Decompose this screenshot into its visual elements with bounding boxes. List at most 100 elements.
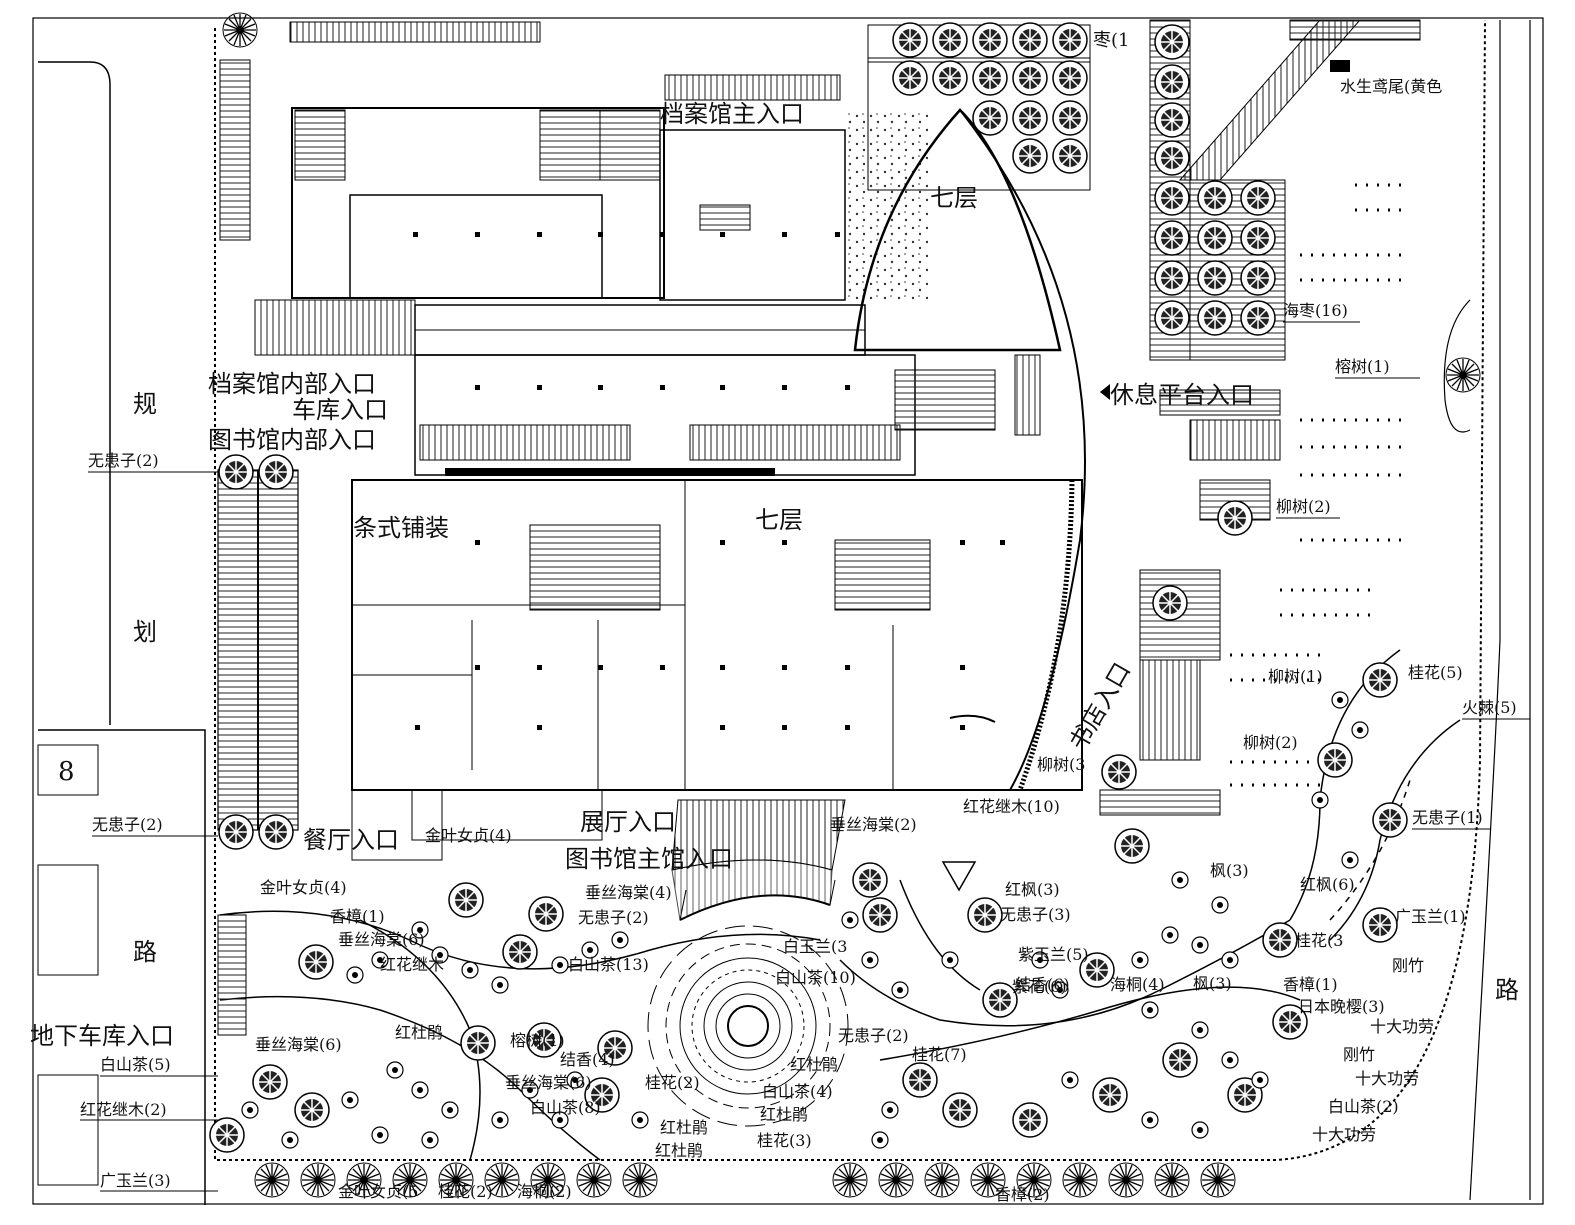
library-main-entrance: 图书馆主馆入口 bbox=[565, 845, 733, 873]
plant-label: 香樟(1) bbox=[330, 907, 385, 926]
plant-label: 金叶女贞(4) bbox=[260, 878, 347, 897]
plant-label: 刚竹 bbox=[1392, 956, 1424, 975]
plant-label: 白山茶(10) bbox=[775, 968, 856, 987]
plant-label: 枫(3) bbox=[1193, 974, 1232, 993]
circular-plaza bbox=[647, 925, 849, 1127]
road-char-1: 规 bbox=[133, 390, 157, 418]
plant-label: 红枫(3) bbox=[1005, 880, 1060, 899]
plant-labels: 枣(1 水生鸢尾(黄色 海枣(16) 榕树(1) 柳树(2) 柳树(1) 桂花(… bbox=[80, 30, 1517, 1204]
plant-label: 白山茶(13) bbox=[568, 955, 649, 974]
plant-label: 紫玉兰(5) bbox=[1018, 945, 1089, 964]
plant-label: 红花继木(10) bbox=[963, 797, 1060, 816]
road-char-2: 划 bbox=[133, 618, 157, 646]
bookstore-entrance: 书店入口 bbox=[1064, 658, 1136, 755]
archive-building bbox=[291, 74, 846, 301]
plant-label: 香樟(1) bbox=[1283, 975, 1338, 994]
exhibition-entrance: 展厅入口 bbox=[580, 808, 676, 836]
plant-label: 柳树(2) bbox=[1276, 497, 1331, 516]
rest-platform-arrow-icon bbox=[1100, 384, 1110, 400]
plant-label: 榕树(1) bbox=[510, 1031, 565, 1050]
curved-facade-inner bbox=[1017, 479, 1075, 791]
date-palm-column bbox=[1149, 19, 1286, 361]
plant-label: 日本晚樱(3) bbox=[1298, 997, 1385, 1016]
plant-label: 枫(3) bbox=[1210, 861, 1249, 880]
slanted-deck bbox=[1178, 19, 1421, 181]
plant-label: 白玉兰(3 bbox=[783, 937, 847, 956]
plant-label: 垂丝海棠(2) bbox=[830, 815, 917, 834]
plant-label: 香樟(2) bbox=[995, 1185, 1050, 1204]
restaurant-entrance: 餐厅入口 bbox=[303, 826, 399, 854]
plant-label: 红杜鹃 bbox=[395, 1023, 443, 1042]
building-labels: 七层 七层 bbox=[755, 184, 978, 534]
plant-label: 榕树(1) bbox=[1335, 357, 1390, 376]
plant-label: 白山茶(2) bbox=[1328, 1097, 1399, 1116]
lawn-dot-rows bbox=[1230, 183, 1410, 787]
lot-number: 8 bbox=[58, 757, 75, 787]
plant-label: 十大功劳 bbox=[1312, 1125, 1376, 1144]
library-internal-entrance: 图书馆内部入口 bbox=[208, 426, 376, 454]
plant-label: 海桐(4) bbox=[1110, 975, 1165, 994]
plant-label: 桂花(3) bbox=[757, 1131, 812, 1150]
right-road-label: 路 bbox=[1495, 976, 1519, 1004]
plant-label: 垂丝海棠(6) bbox=[505, 1073, 592, 1092]
plant-label: 桂花(2) bbox=[438, 1182, 493, 1201]
plant-label: 海桐(2) bbox=[517, 1182, 572, 1201]
date-palm-grid-top bbox=[848, 22, 1091, 300]
plant-label: 柳树(1) bbox=[1268, 667, 1323, 686]
site-boundary bbox=[214, 19, 1486, 1161]
right-road: 路 bbox=[1469, 20, 1531, 1201]
archive-main-entrance: 档案馆主入口 bbox=[660, 100, 804, 128]
plant-label: 枣(1 bbox=[1093, 30, 1129, 51]
plant-label: 结香(6) bbox=[1015, 975, 1070, 994]
leader-lines bbox=[80, 321, 1530, 1192]
triangle-marker bbox=[941, 861, 977, 892]
top-parking bbox=[219, 12, 541, 241]
plant-label: 桂花(5) bbox=[1408, 663, 1463, 682]
plant-label: 桂花(2) bbox=[645, 1073, 700, 1092]
plant-label: 广玉兰(3) bbox=[100, 1171, 171, 1190]
plant-label: 金叶女贞(4) bbox=[425, 826, 512, 845]
plant-label: 无患子(1) bbox=[1412, 808, 1483, 827]
plant-label: 无患子(2) bbox=[88, 451, 159, 470]
plant-label: 无患子(2) bbox=[92, 815, 163, 834]
plant-label: 红枫(6) bbox=[1300, 875, 1355, 894]
plant-label: 垂丝海棠(4) bbox=[585, 883, 672, 902]
plant-label: 垂丝海棠(6) bbox=[338, 930, 425, 949]
plant-label: 柳树(3 bbox=[1037, 755, 1085, 774]
plant-label: 红杜鹃 bbox=[655, 1141, 703, 1160]
road-char-3: 路 bbox=[133, 938, 157, 966]
floors-main-label: 七层 bbox=[755, 506, 803, 534]
garage-ramp bbox=[217, 914, 247, 1036]
plant-label: 白山茶(8) bbox=[530, 1098, 601, 1117]
plant-label: 桂花(3 bbox=[1295, 931, 1343, 950]
plant-label: 白山茶(4) bbox=[762, 1082, 833, 1101]
plant-label: 垂丝海棠(6) bbox=[255, 1035, 342, 1054]
archive-internal-entrance: 档案馆内部入口 bbox=[208, 370, 376, 398]
plant-label: 红杜鹃 bbox=[760, 1105, 808, 1124]
strip-paving-label: 条式铺装 bbox=[353, 514, 449, 542]
plant-label: 水生鸢尾(黄色 bbox=[1340, 77, 1442, 96]
plant-label: 无患子(2) bbox=[578, 908, 649, 927]
rest-platform-entrance: 休息平台入口 bbox=[1110, 381, 1254, 409]
plant-label: 广玉兰(1) bbox=[1395, 907, 1466, 926]
garage-entrance: 车库入口 bbox=[292, 396, 388, 424]
plant-label: 红花继木(2) bbox=[80, 1100, 167, 1119]
plant-label: 柳树(2) bbox=[1243, 733, 1298, 752]
curved-facade bbox=[959, 109, 1086, 791]
water-feature bbox=[1443, 299, 1471, 433]
garden-paths bbox=[219, 649, 1461, 1161]
plant-label: 紫花(6) bbox=[1012, 977, 1067, 996]
plant-label: 金叶女贞(5 bbox=[338, 1182, 418, 1201]
plant-label: 桂花(7) bbox=[912, 1045, 967, 1064]
plant-label: 十大功劳 bbox=[1370, 1017, 1434, 1036]
main-building bbox=[254, 299, 1083, 861]
plant-label: 海枣(16) bbox=[1283, 301, 1348, 320]
plant-label: 无患子(3) bbox=[1000, 905, 1071, 924]
plant-label: 刚竹 bbox=[1343, 1045, 1375, 1064]
left-road: 8 规 划 路 bbox=[37, 61, 206, 1205]
plant-label: 红花继木 bbox=[380, 955, 444, 974]
floors-top-label: 七层 bbox=[930, 184, 978, 212]
rest-platform-deck bbox=[1099, 389, 1281, 816]
plant-label: 红杜鹃 bbox=[660, 1118, 708, 1137]
